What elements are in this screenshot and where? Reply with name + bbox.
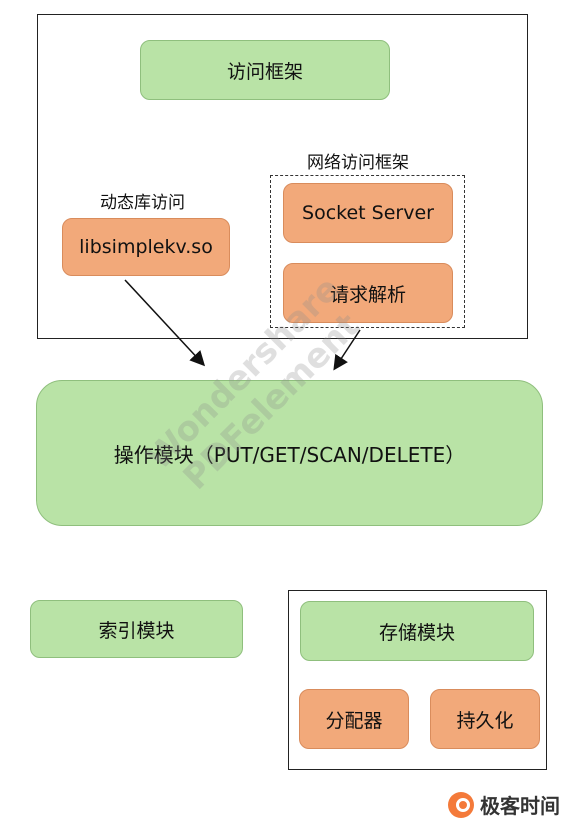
- index-module-box: 索引模块: [30, 600, 243, 658]
- storage-layer-frame: [288, 590, 547, 770]
- dynamic-lib-access-label: 动态库访问: [100, 193, 185, 213]
- persistence-box: 持久化: [430, 689, 540, 749]
- geektime-logo: 极客时间: [448, 790, 560, 819]
- libsimplekv-box: libsimplekv.so: [62, 218, 230, 276]
- access-framework-box: 访问框架: [140, 40, 390, 100]
- network-access-framework-label: 网络访问框架: [307, 153, 409, 173]
- request-parsing-box: 请求解析: [283, 263, 453, 323]
- logo-text: 极客时间: [480, 794, 560, 818]
- allocator-box: 分配器: [299, 689, 409, 749]
- network-access-framework-group: [270, 175, 465, 328]
- operation-module-box: 操作模块（PUT/GET/SCAN/DELETE）: [36, 380, 543, 526]
- geektime-logo-icon: [448, 791, 474, 818]
- storage-module-box: 存储模块: [300, 601, 534, 661]
- access-layer-frame: [37, 14, 528, 339]
- socket-server-box: Socket Server: [283, 183, 453, 243]
